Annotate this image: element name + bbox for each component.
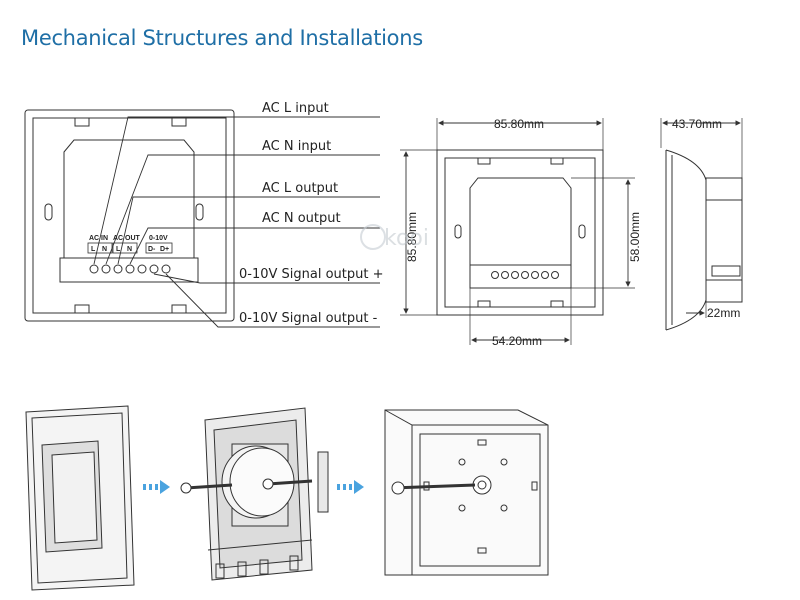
install-arrow-2 [337,480,364,494]
install-panel-front [25,405,135,591]
label-signal-block: 0-10V [149,235,168,242]
dim-outer-frame [436,149,604,316]
label-signal-minus: 0-10V Signal output - [239,311,378,326]
terminal-holes [89,264,171,274]
label-ac-out: AC OUT [113,235,141,242]
pin-l-in: L [91,246,96,253]
dimension-lines [403,120,631,343]
dim-side-small: 22mm [707,306,740,320]
clip-bottom-left [74,304,90,314]
label-ac-n-output: AC N output [262,211,341,226]
label-ac-l-output: AC L output [262,181,338,196]
back-terminal-strip [59,257,199,283]
dim-module-body [469,177,572,266]
clip-top-left [74,117,90,127]
dim-inner-width: 54.20mm [492,334,542,348]
dim-front-height: 85.80mm [405,212,419,262]
slot-left [44,203,53,221]
pin-n-in: N [102,246,107,253]
page-title: Mechanical Structures and Installations [21,26,423,50]
screw-right [262,478,313,490]
back-view [24,109,235,322]
install-module [204,407,329,581]
back-inner-frame [32,117,227,314]
side-module-body [705,177,743,303]
pin-l-out: L [116,246,121,253]
label-signal-plus: 0-10V Signal output + [239,267,384,282]
dim-terminal-holes [491,271,559,279]
dim-side-depth: 43.70mm [672,117,722,131]
label-ac-in: AC IN [89,235,108,242]
clip-bottom-right [171,304,187,314]
slot-right [195,203,204,221]
watermark-logo: kooi [360,224,429,251]
pin-d-minus: D- [148,246,156,253]
pin-d-plus: D+ [160,246,169,253]
screw-left [180,482,233,494]
clip-top-right [171,117,187,127]
install-wall-box [384,409,549,576]
dim-front-width: 85.80mm [494,117,544,131]
pin-n-out: N [127,246,132,253]
dimension-view [400,118,635,345]
back-outer-frame [24,109,235,322]
watermark-text: kooi [384,226,429,251]
install-arrow-1 [143,480,170,494]
label-ac-n-input: AC N input [262,139,331,154]
side-view [660,118,743,331]
dim-inner-height: 58.00mm [628,212,642,262]
label-ac-l-input: AC L input [262,101,329,116]
leader-lines [93,116,380,328]
